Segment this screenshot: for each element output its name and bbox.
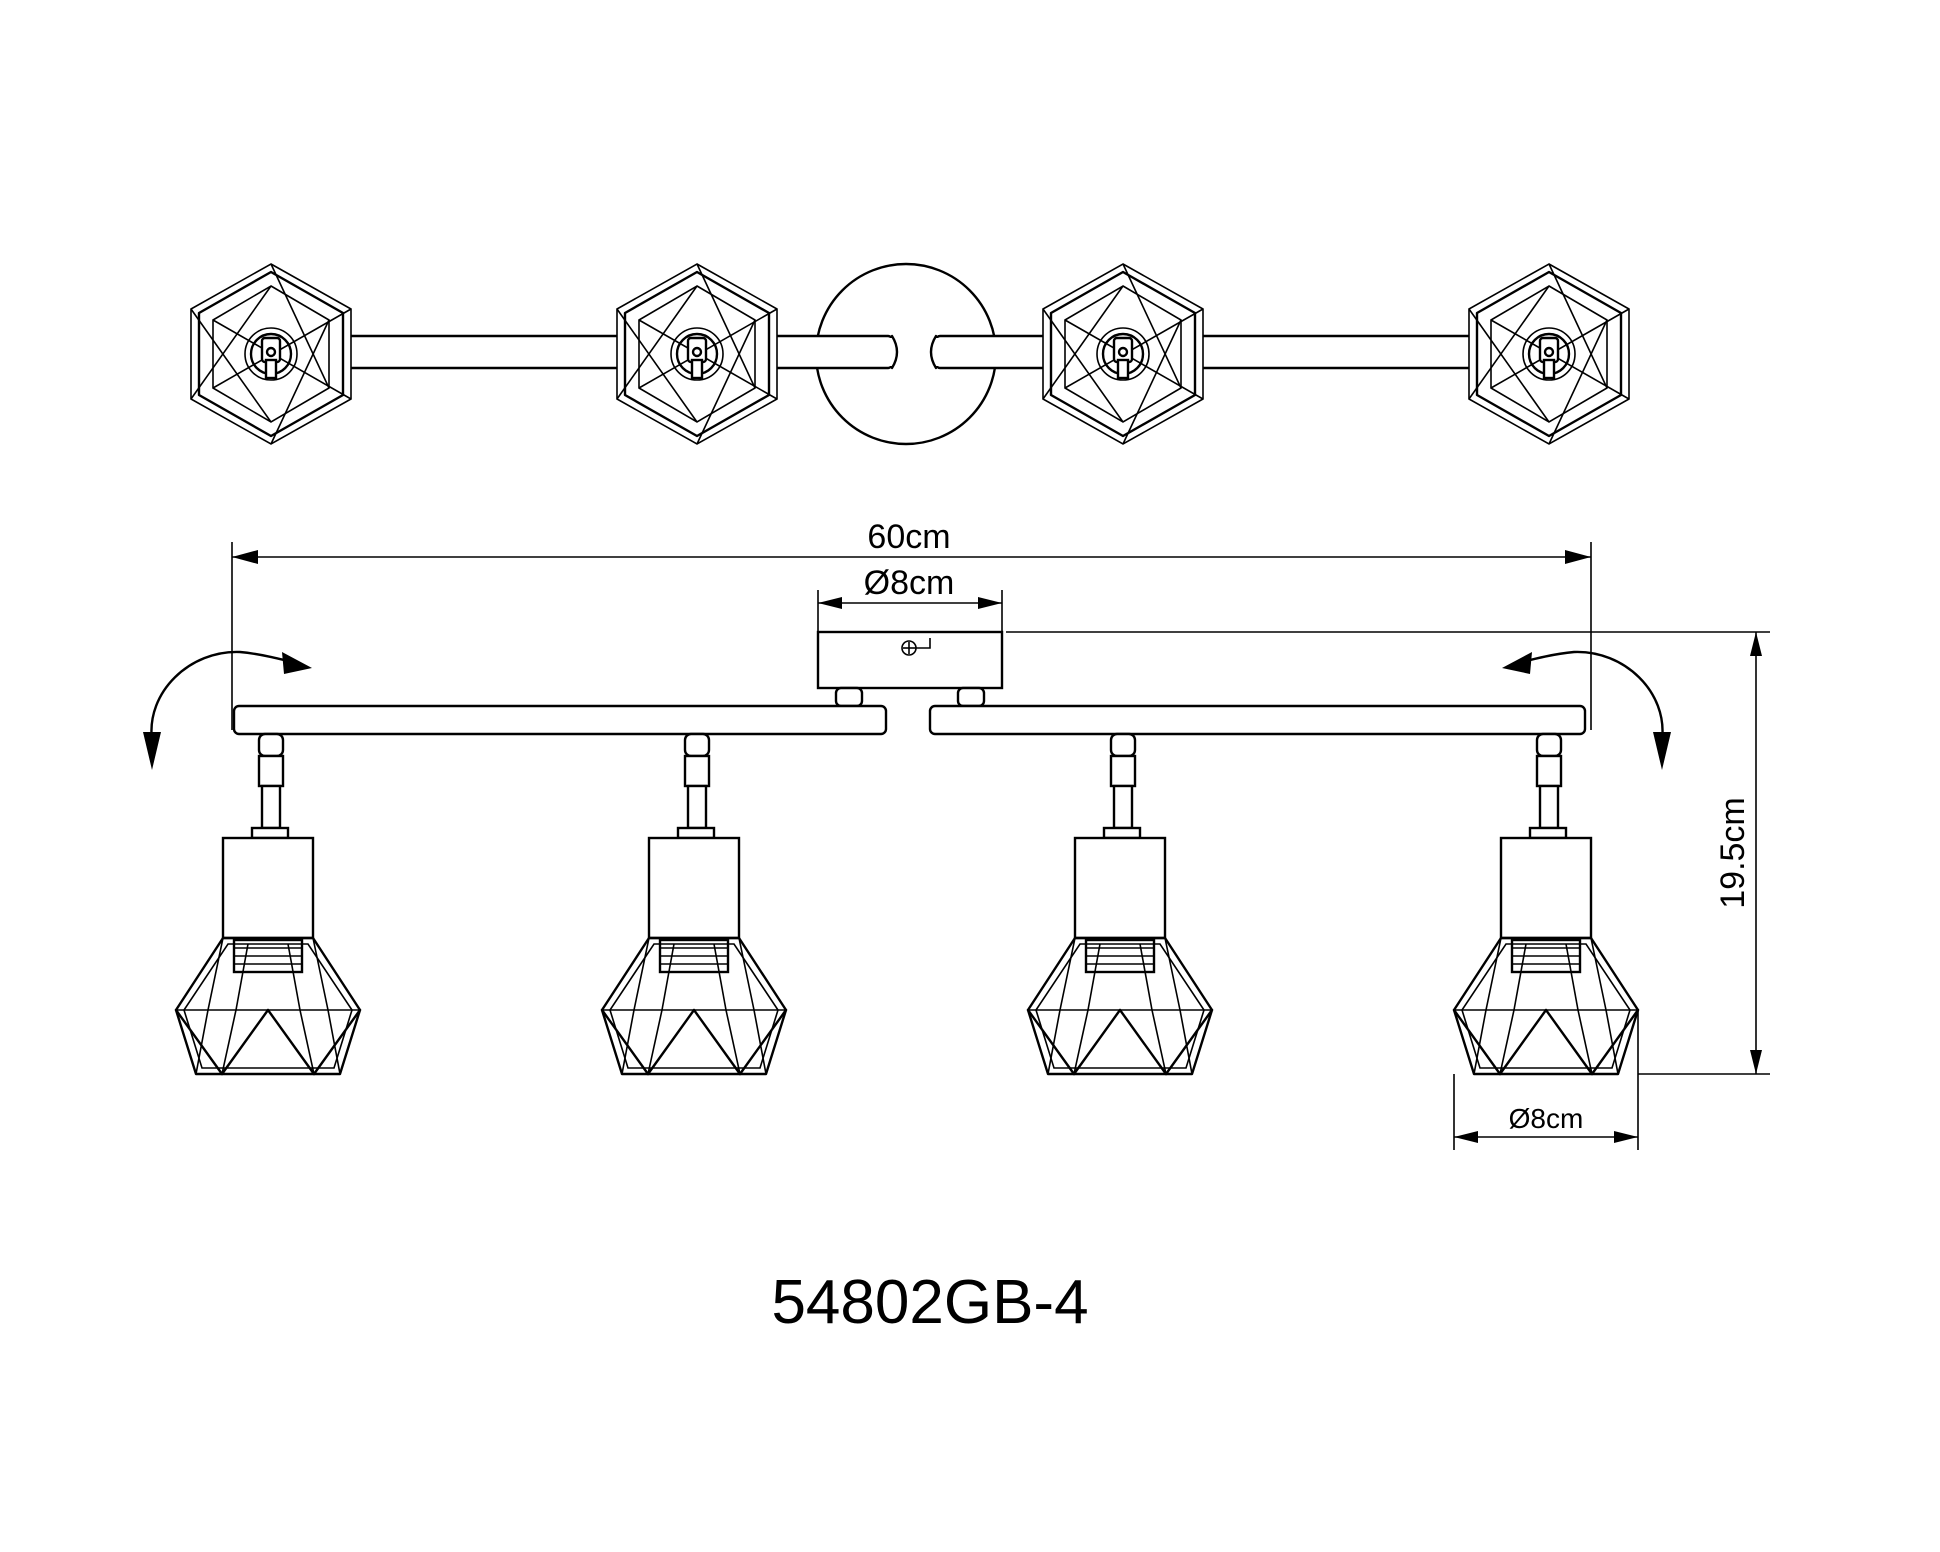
cage-top-3 [1041, 262, 1205, 446]
left-arm-top [266, 334, 894, 370]
left-arm [232, 704, 888, 736]
shade-dimension: Ø8cm [1453, 1010, 1639, 1150]
canopy-dimension: Ø8cm [817, 564, 1003, 632]
cage-top-2 [615, 262, 779, 446]
rotation-arrow-right [1502, 650, 1671, 770]
height-label: 19.5cm [1714, 797, 1752, 909]
front-view: 60cm Ø8cm [143, 518, 1770, 1150]
spot-1 [174, 732, 362, 1076]
model-number: 54802GB-4 [771, 1268, 1088, 1337]
right-arm-top [934, 334, 1562, 370]
spot-2 [600, 732, 788, 1076]
shade-diameter-label: Ø8cm [1509, 1103, 1584, 1134]
canopy [816, 630, 1004, 708]
cage-top-1 [189, 262, 353, 446]
height-dimension: 19.5cm [1006, 631, 1770, 1075]
spot-4 [1452, 732, 1640, 1076]
rotation-arrow-left [143, 650, 312, 770]
cage-top-4 [1467, 262, 1631, 446]
width-dimension: 60cm [231, 518, 1592, 730]
top-view [189, 262, 1631, 446]
canopy-diameter-label: Ø8cm [864, 564, 955, 602]
canopy-body [816, 630, 1004, 690]
spot-3 [1026, 732, 1214, 1076]
width-label: 60cm [867, 518, 950, 556]
right-arm [928, 704, 1587, 736]
